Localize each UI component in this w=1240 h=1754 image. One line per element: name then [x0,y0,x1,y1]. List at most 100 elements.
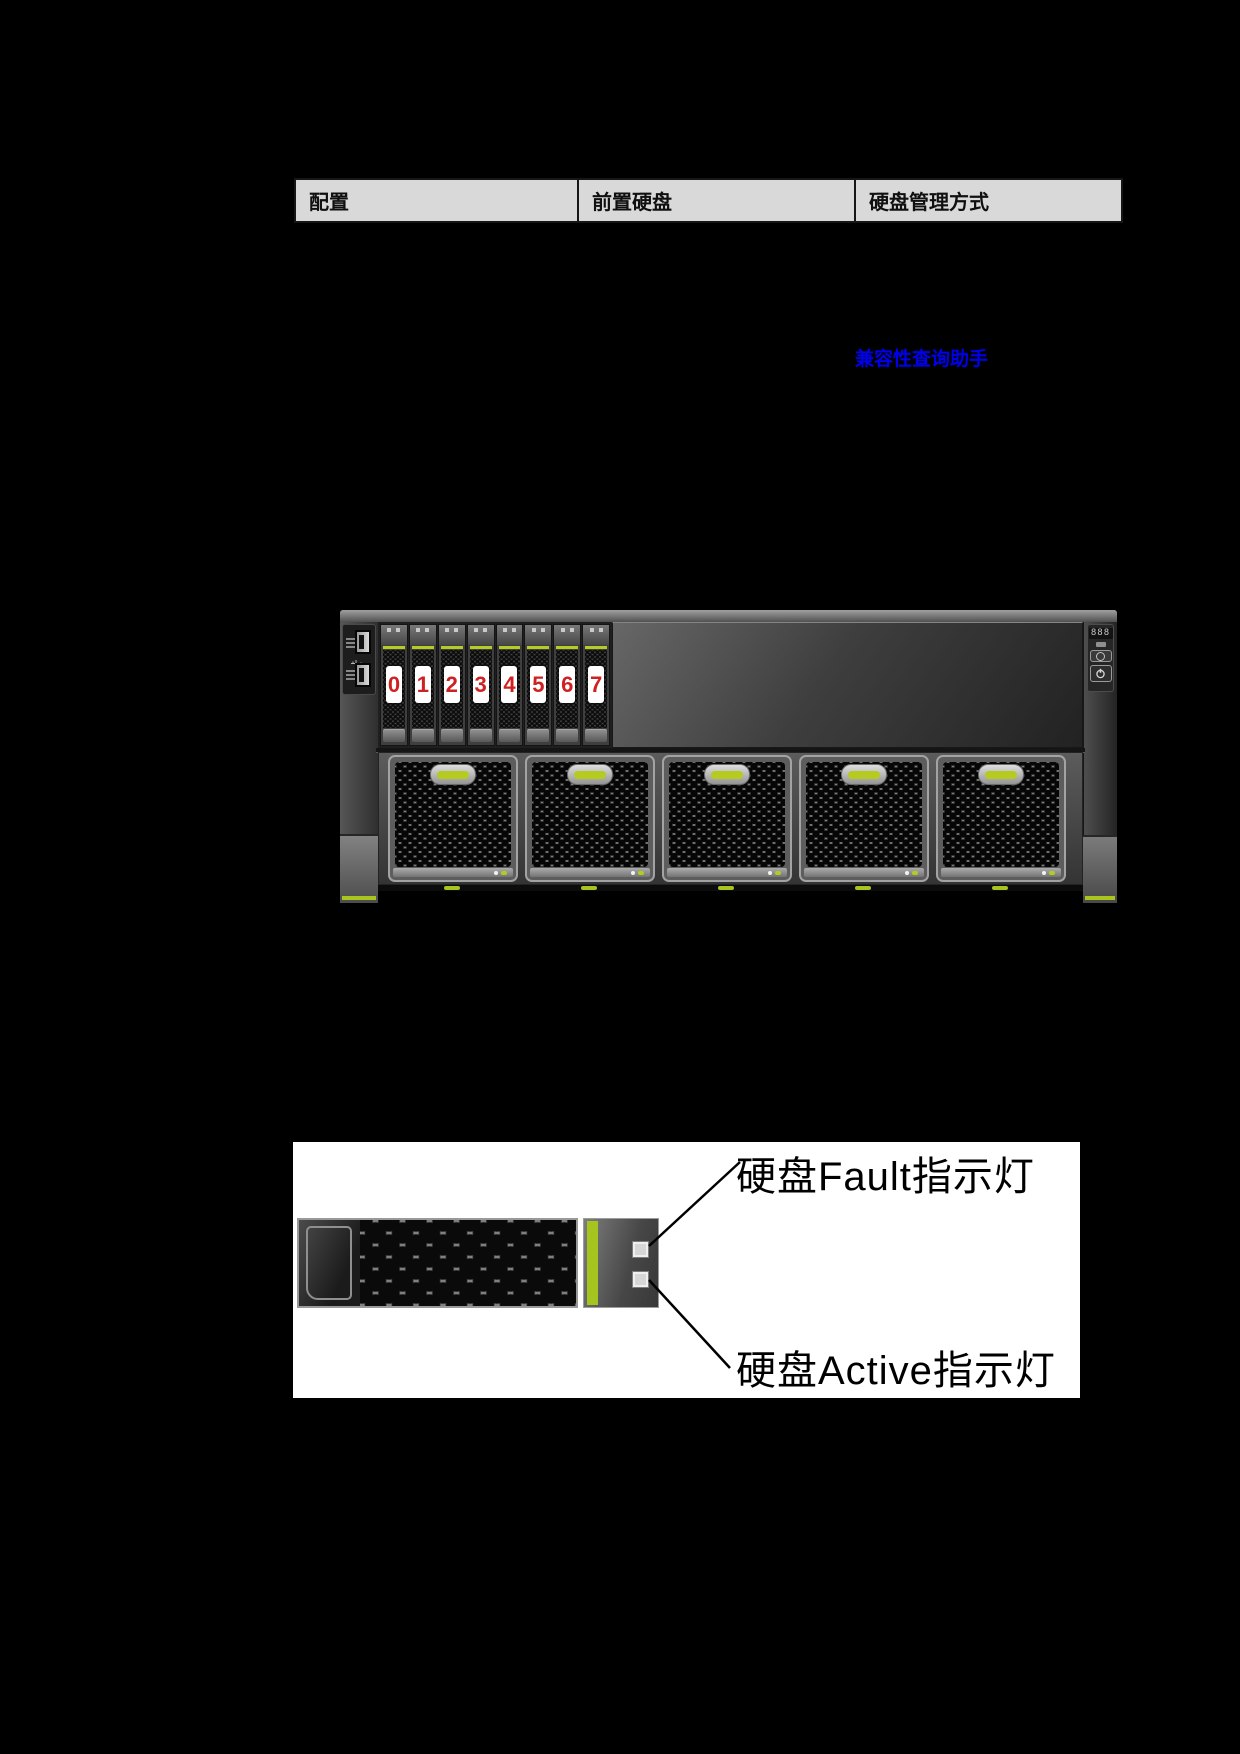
drive-number-label: 1 [414,666,431,703]
fan-led-icon [494,870,498,875]
drive-led-strip [527,646,550,649]
drive-slot: 2 [437,624,466,746]
drive-release-button [498,729,521,742]
right-mounting-ear [1083,835,1117,903]
fan-led-icon [1049,870,1055,875]
chassis-bottom-rail [378,885,1083,891]
drive-slot: 5 [524,624,553,746]
drive-slot: 6 [553,624,582,746]
fan-module [388,755,518,882]
drive-led-strip [383,646,405,649]
fan-honeycomb-mesh [806,762,922,867]
fault-led-label: 硬盘Fault指示灯 [736,1155,1035,1199]
label-print-icon [346,638,355,650]
latch-green-pill [718,886,734,890]
fan-status-bar [667,868,787,877]
drive-release-button [411,729,434,742]
drive-number-label: 5 [530,666,547,703]
drive-latch [438,625,465,645]
seven-segment-display: 888 [1088,628,1113,639]
drive-number-label: 7 [588,666,605,703]
column-header-front-drives: 前置硬盘 [579,180,856,221]
drive-slot: 4 [495,624,524,746]
disk-handle-panel [583,1218,659,1308]
fan-status-bar [941,868,1061,877]
fan-module [936,755,1066,882]
drive-led-strip [440,646,463,649]
drive-release-button [383,729,405,742]
ear-green-latch [342,896,376,900]
fan-module-row [378,752,1083,885]
usb-panel [342,624,376,695]
disk-latch-frame [306,1226,352,1300]
config-table-header-row: 配置 前置硬盘 硬盘管理方式 [294,178,1123,223]
fan-handle-icon [978,764,1024,785]
drive-latch [496,625,523,645]
server-front-panel-figure: 0 1 2 3 4 [340,610,1117,903]
fan-status-bar [804,868,924,877]
drive-latch [583,625,609,645]
fan-status-bar [393,868,513,877]
drive-slot: 1 [408,624,437,746]
front-drive-bay-block: 0 1 2 3 4 [378,622,612,748]
disk-latch-block [299,1220,360,1306]
drive-latch [554,625,581,645]
disk-front-view [297,1218,578,1308]
drive-slot: 0 [380,624,408,746]
drive-number-label: 4 [501,666,518,703]
drive-led-strip [556,646,579,649]
chassis-right-column: 888 [1083,622,1117,903]
fan-handle-icon [704,764,750,785]
drive-latch [525,625,552,645]
drive-release-button [469,729,492,742]
drive-release-button [440,729,463,742]
disk-indicator-figure: 硬盘Fault指示灯 硬盘Active指示灯 [293,1142,1080,1398]
usb-port-icon [355,663,371,687]
fan-module [525,755,655,882]
fan-led-icon [768,870,772,875]
usb-port-icon [355,630,371,654]
latch-green-pill [855,886,871,890]
compatibility-checker-link[interactable]: 兼容性查询助手 [855,349,989,370]
fan-led-icon [775,870,781,875]
disk-green-stripe [587,1221,598,1305]
blank-filler-panel [612,622,1083,748]
fan-handle-icon [430,764,476,785]
drive-number-label: 0 [385,666,402,703]
drive-number-label: 3 [472,666,489,703]
drive-number-label: 6 [559,666,576,703]
fan-led-icon [638,870,644,875]
fault-led-icon [633,1242,648,1257]
front-control-panel: 888 [1087,624,1114,692]
drive-led-strip [585,646,607,649]
drive-latch [467,625,494,645]
fan-handle-icon [841,764,887,785]
fan-module [799,755,929,882]
drive-release-button [527,729,550,742]
fan-led-icon [631,870,635,875]
fan-led-icon [905,870,909,875]
drive-led-strip [469,646,492,649]
label-print-icon [346,670,355,682]
power-button-icon [1089,665,1112,682]
fan-handle-icon [567,764,613,785]
drive-slot: 7 [582,624,610,746]
column-header-drive-management: 硬盘管理方式 [869,192,989,214]
drive-led-strip [498,646,521,649]
drive-release-button [585,729,607,742]
column-header-config: 配置 [296,180,579,221]
latch-green-pill [444,886,460,890]
drive-number-label: 2 [443,666,460,703]
latch-green-pill [581,886,597,890]
drive-led-strip [411,646,434,649]
fan-module [662,755,792,882]
uid-button-icon [1089,650,1112,662]
fan-led-icon [501,870,507,875]
indicator-icon [1095,642,1106,647]
drive-latch [381,625,407,645]
fan-led-icon [912,870,918,875]
fan-status-bar [530,868,650,877]
disk-honeycomb-mesh [360,1220,576,1306]
active-led-label: 硬盘Active指示灯 [736,1349,1056,1393]
fan-led-icon [1042,870,1046,875]
